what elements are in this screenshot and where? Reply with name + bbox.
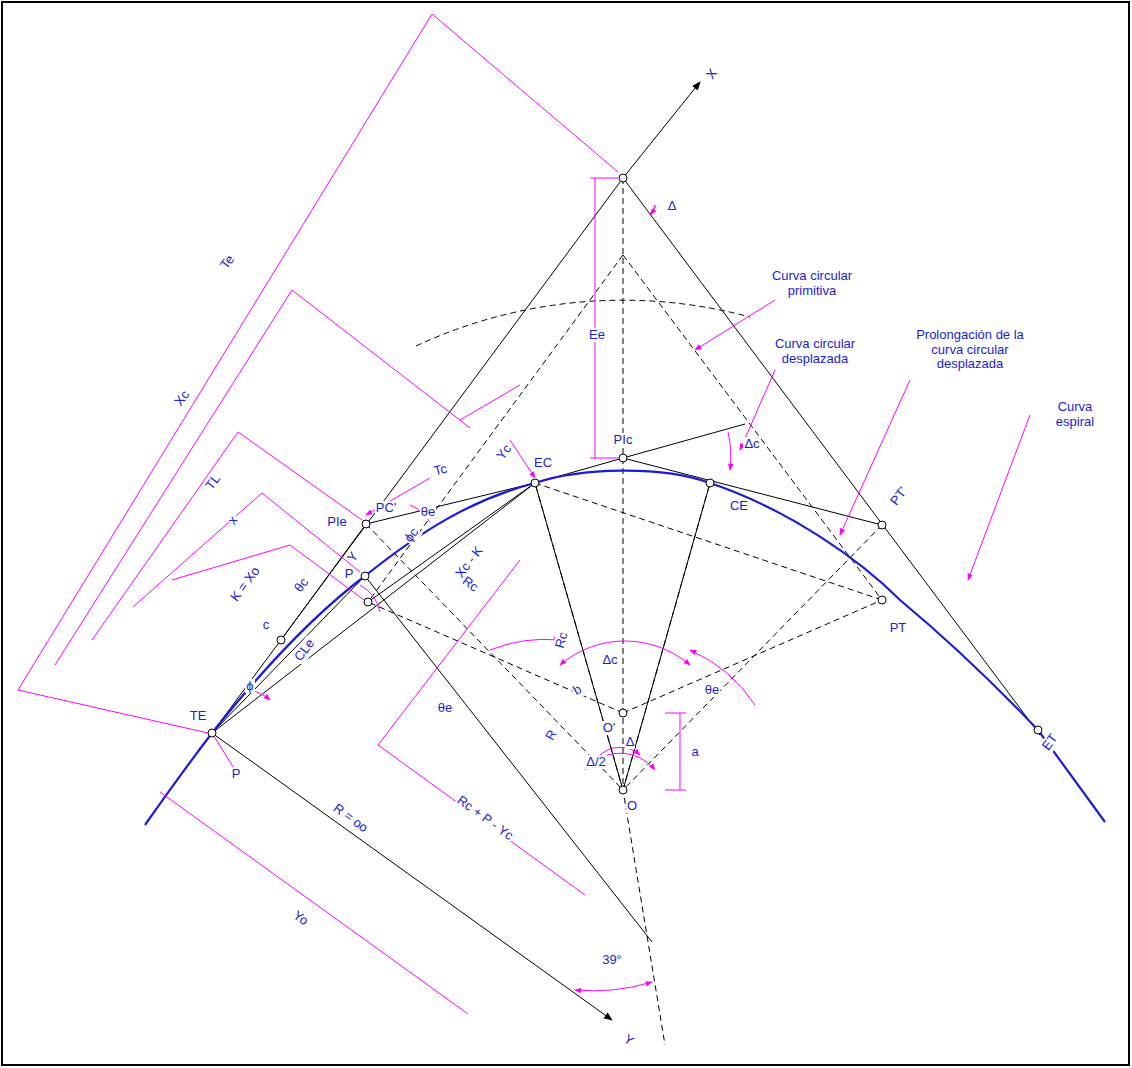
dimension-label: a <box>690 745 699 760</box>
dimension-label: Y <box>344 548 362 566</box>
dimension-label: Rc <box>552 629 571 650</box>
dimension-label: EC <box>533 456 553 471</box>
dimension-label: ϕc <box>401 524 422 546</box>
dimension-label: Ee <box>588 328 606 343</box>
callout-text: Curva circular primitiva <box>764 269 861 299</box>
dimension-label: R <box>543 726 562 743</box>
dimension-label: Δc <box>601 653 618 668</box>
dimension-label: K = Xo <box>228 563 265 605</box>
dimension-label: R = oo <box>329 800 371 836</box>
dimension-label: Tc <box>431 461 449 479</box>
dimension-label: ϕ <box>245 679 254 694</box>
dimension-label: Δc <box>743 437 760 452</box>
dimension-label: θe <box>437 701 453 716</box>
callout-text: Prolongación de la curva circular despla… <box>914 328 1026 373</box>
dimension-label: PC' <box>375 501 398 516</box>
dimension-label: PT <box>889 621 908 636</box>
dimension-label: CLe <box>291 635 318 665</box>
dimension-label: CE <box>729 499 749 514</box>
dimension-label: TL <box>203 471 225 494</box>
dimension-label: θe <box>704 683 720 698</box>
dimension-label: Te <box>217 251 238 273</box>
dimension-label: PT' <box>888 483 913 509</box>
dimension-label: θc <box>291 574 312 596</box>
dimension-label: 39° <box>601 953 623 968</box>
dimension-label: Δ <box>667 199 678 214</box>
dimension-label: O' <box>602 721 617 736</box>
dimension-label: O <box>626 799 638 814</box>
dimension-label: x <box>224 512 241 528</box>
dimension-label: PIc <box>613 433 634 448</box>
dimension-label: P <box>344 567 355 582</box>
callout-text: Curva circular desplazada <box>767 337 864 367</box>
dimension-label: TE <box>189 709 208 724</box>
dimension-label: Δ <box>625 735 636 750</box>
dimension-label: Rc + P - Yc <box>453 792 517 844</box>
dimension-label: Xc <box>172 387 194 410</box>
dimension-label: c <box>262 618 271 633</box>
dimension-label: P <box>231 767 242 782</box>
dimension-label: X <box>703 65 721 83</box>
dimension-label: Δ/2 <box>585 755 607 770</box>
callout-text: Curva espiral <box>1044 400 1106 430</box>
dimension-label: PIe <box>326 515 348 530</box>
dimension-label: Yo <box>289 907 311 929</box>
dimension-label: θe <box>420 505 436 520</box>
dimension-label: Y <box>619 1031 636 1049</box>
